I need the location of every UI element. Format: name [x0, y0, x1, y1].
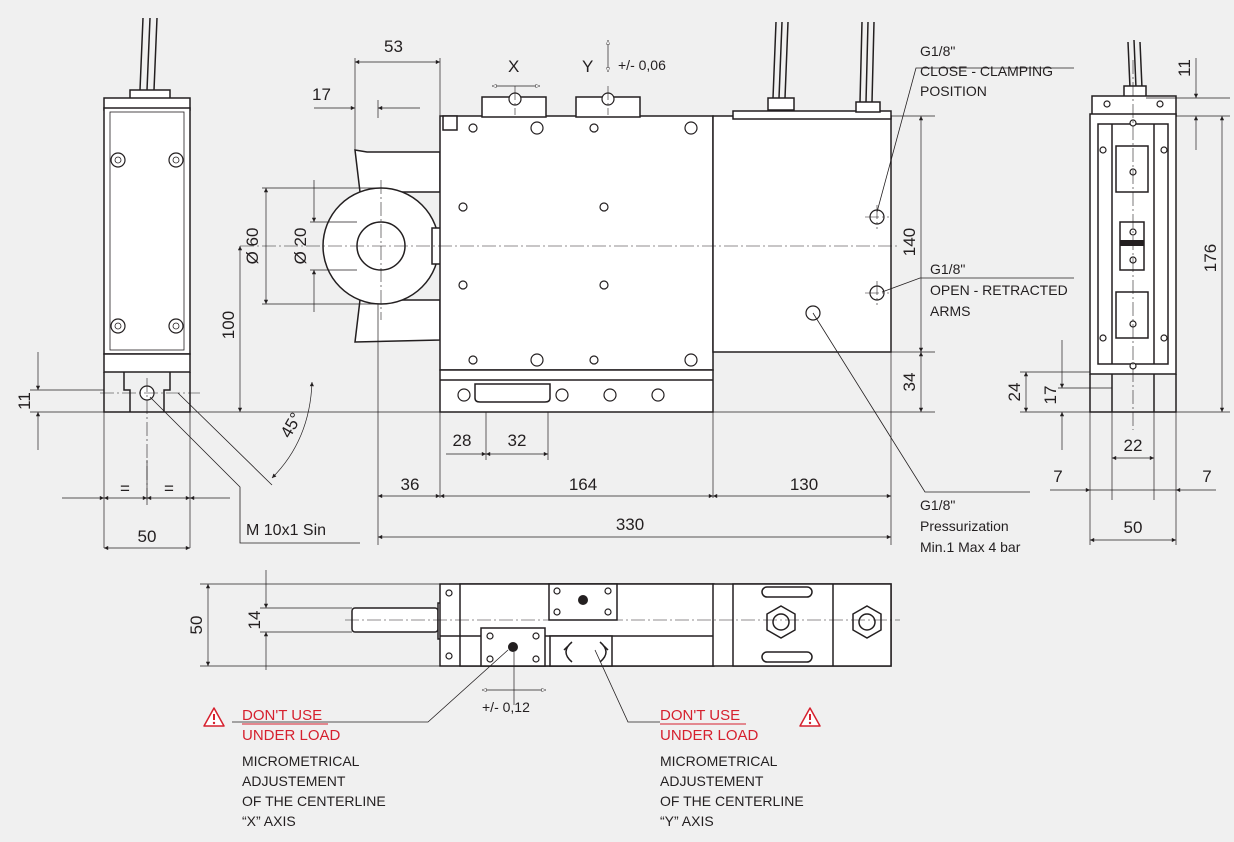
dim-140: 140: [900, 228, 919, 256]
axis-x-label: X: [508, 57, 519, 76]
press-port-line-1: G1/8": [920, 497, 955, 513]
dim-176: 176: [1201, 244, 1220, 272]
right-side-view: [1020, 39, 1230, 545]
warning-left-line-1: DON'T USE: [242, 707, 322, 724]
dim-24: 24: [1005, 383, 1024, 402]
adjust-x-line-4: “X” AXIS: [242, 813, 296, 829]
adjust-x-line-2: ADJUSTEMENT: [242, 773, 346, 789]
dim-x-tolerance: +/- 0,12: [482, 699, 530, 715]
close-port-line-2: CLOSE - CLAMPING: [920, 63, 1053, 79]
adjust-x-line-3: OF THE CENTERLINE: [242, 793, 386, 809]
warning-right-line-1: DON'T USE: [660, 707, 740, 724]
dim-53: 53: [384, 37, 403, 56]
dim-11-left: 11: [15, 392, 34, 410]
warning-left-line-2: UNDER LOAD: [242, 727, 341, 744]
dim-100: 100: [219, 311, 238, 339]
dim-164: 164: [569, 475, 597, 494]
dim-330: 330: [616, 515, 644, 534]
dim-14: 14: [245, 611, 264, 630]
adjust-y-line-3: OF THE CENTERLINE: [660, 793, 804, 809]
adjust-y-line-2: ADJUSTEMENT: [660, 773, 764, 789]
press-port-line-3: Min.1 Max 4 bar: [920, 539, 1021, 555]
warning-left: DON'T USE UNDER LOAD MICROMETRICAL ADJUS…: [203, 707, 386, 829]
dim-50-right: 50: [1124, 518, 1143, 537]
thread-label: M 10x1 Sin: [246, 522, 326, 539]
bottom-top-view: [200, 570, 900, 723]
callout-labels: M 10x1 Sin G1/8" CLOSE - CLAMPING POSITI…: [246, 43, 1068, 555]
dim-50-bottom: 50: [187, 616, 206, 635]
main-screws: [457, 121, 698, 402]
dim-32: 32: [508, 431, 527, 450]
dim-45-deg: 45°: [277, 409, 306, 441]
main-front-view: [190, 21, 1074, 545]
dim-7-a: 7: [1053, 467, 1062, 486]
adjust-y-line-4: “Y” AXIS: [660, 813, 714, 829]
dim-28: 28: [453, 431, 472, 450]
warning-triangle-icon: [799, 707, 821, 727]
dim-dia60: Ø 60: [243, 228, 262, 265]
dim-130: 130: [790, 475, 818, 494]
open-port-line-1: G1/8": [930, 261, 965, 277]
open-port-line-2: OPEN - RETRACTED: [930, 282, 1068, 298]
dim-7-b: 7: [1202, 467, 1211, 486]
dim-17: 17: [312, 85, 331, 104]
dim-dia20: Ø 20: [291, 228, 310, 265]
adjust-x-line-1: MICROMETRICAL: [242, 753, 360, 769]
dim-17-right: 17: [1041, 386, 1060, 405]
left-side-view: [30, 17, 360, 551]
adjust-y-line-1: MICROMETRICAL: [660, 753, 778, 769]
dim-11-right: 11: [1175, 59, 1194, 77]
axis-y-tolerance: +/- 0,06: [618, 57, 666, 73]
dimension-labels: 53 17 Ø 60 Ø 20 100 11 45° = = 50 28 32 …: [15, 37, 1220, 715]
dim-eq-1: =: [120, 479, 130, 498]
axis-y-label: Y: [582, 57, 593, 76]
dim-eq-2: =: [164, 479, 174, 498]
open-port-line-3: ARMS: [930, 303, 970, 319]
dim-36: 36: [401, 475, 420, 494]
dim-34: 34: [900, 373, 919, 392]
warning-right-line-2: UNDER LOAD: [660, 727, 759, 744]
press-port-line-2: Pressurization: [920, 518, 1009, 534]
dim-22: 22: [1124, 436, 1143, 455]
warning-right: DON'T USE UNDER LOAD MICROMETRICAL ADJUS…: [660, 707, 821, 829]
close-port-line-1: G1/8": [920, 43, 955, 59]
close-port-line-3: POSITION: [920, 83, 987, 99]
warning-triangle-icon: [203, 707, 225, 727]
screw-group: [110, 152, 184, 334]
dim-50-left: 50: [138, 527, 157, 546]
axis-labels: X Y +/- 0,06: [508, 57, 666, 76]
